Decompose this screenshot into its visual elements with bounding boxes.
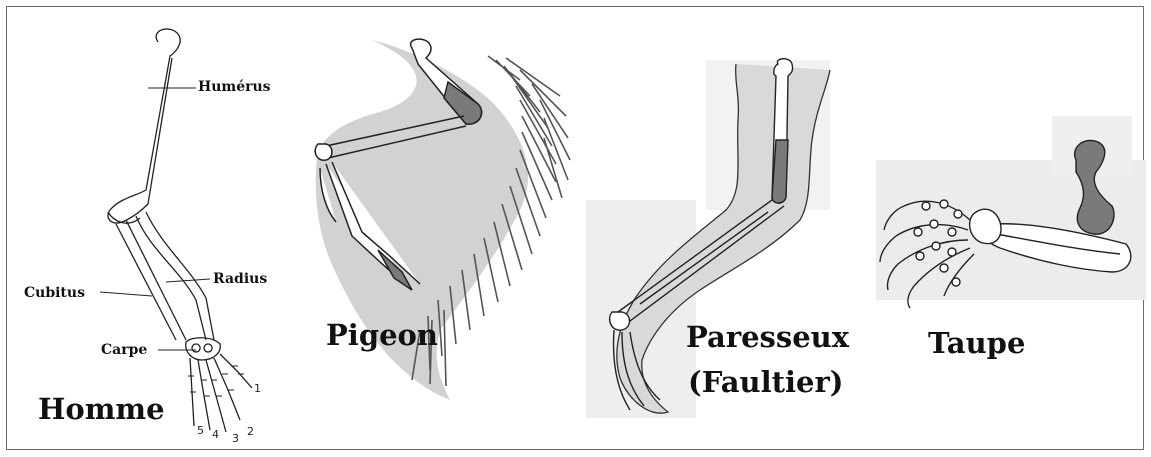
mole-carpal [970, 209, 1001, 243]
digit-4: 4 [212, 428, 219, 441]
label-humerus: Humérus [198, 79, 271, 95]
humerus-bone [108, 29, 180, 223]
digit-3: 3 [232, 432, 239, 445]
pigeon-wrist [315, 144, 332, 160]
finger-bones [190, 354, 252, 432]
radius-leader-line [166, 279, 210, 282]
sloth-wrist [610, 312, 630, 330]
digit-1: 1 [254, 382, 261, 395]
mole-arm-illustration [876, 116, 1146, 308]
label-faultier: (Faultier) [688, 365, 843, 399]
radius-bone [136, 212, 214, 340]
cubitus-bone [116, 220, 186, 340]
label-carpe: Carpe [101, 342, 147, 358]
label-taupe: Taupe [928, 326, 1025, 360]
label-paresseux: Paresseux [686, 320, 849, 354]
digit-5: 5 [197, 424, 204, 437]
label-homme: Homme [38, 392, 165, 426]
label-cubitus: Cubitus [24, 285, 85, 301]
label-pigeon: Pigeon [326, 318, 438, 352]
cubitus-leader-line [100, 292, 152, 296]
carpal-bones [186, 338, 221, 360]
label-radius: Radius [213, 271, 267, 287]
digit-2: 2 [247, 425, 254, 438]
